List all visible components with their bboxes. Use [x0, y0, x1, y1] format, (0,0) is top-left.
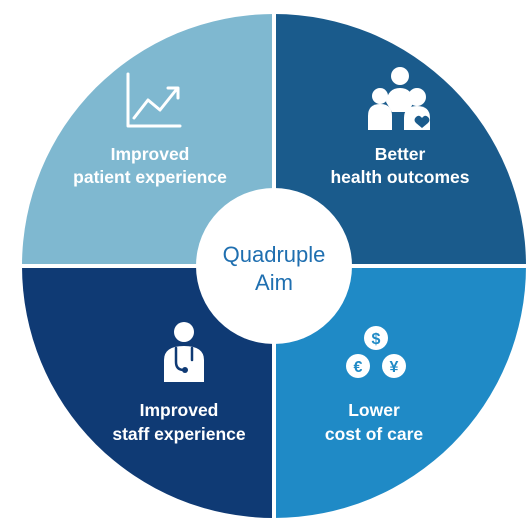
quadrant-bottom-left-label-line1: Improved [140, 400, 219, 420]
center-title-line2: Aim [255, 270, 293, 295]
quadrant-top-left-label-line1: Improved [111, 144, 190, 164]
quadrant-top-right-label-line2: health outcomes [330, 167, 469, 187]
trending-chart-icon [126, 72, 182, 128]
quadrant-bottom-right-label-line1: Lower [348, 400, 400, 420]
quadrant-top-left-label-line2: patient experience [73, 167, 227, 187]
currency-coins-icon: $ € ¥ [346, 326, 406, 378]
svg-text:¥: ¥ [390, 359, 399, 376]
quadrant-bottom-left-label-line2: staff experience [112, 424, 246, 444]
svg-text:€: € [354, 359, 363, 376]
svg-text:$: $ [372, 331, 381, 348]
heart-icon [414, 115, 430, 128]
center-circle [196, 188, 352, 344]
center-title-line1: Quadruple [223, 242, 326, 267]
quadrant-bottom-right-label-line2: cost of care [325, 424, 423, 444]
quadrant-top-right-label-line1: Better [375, 144, 426, 164]
doctor-stethoscope-icon [164, 322, 204, 382]
